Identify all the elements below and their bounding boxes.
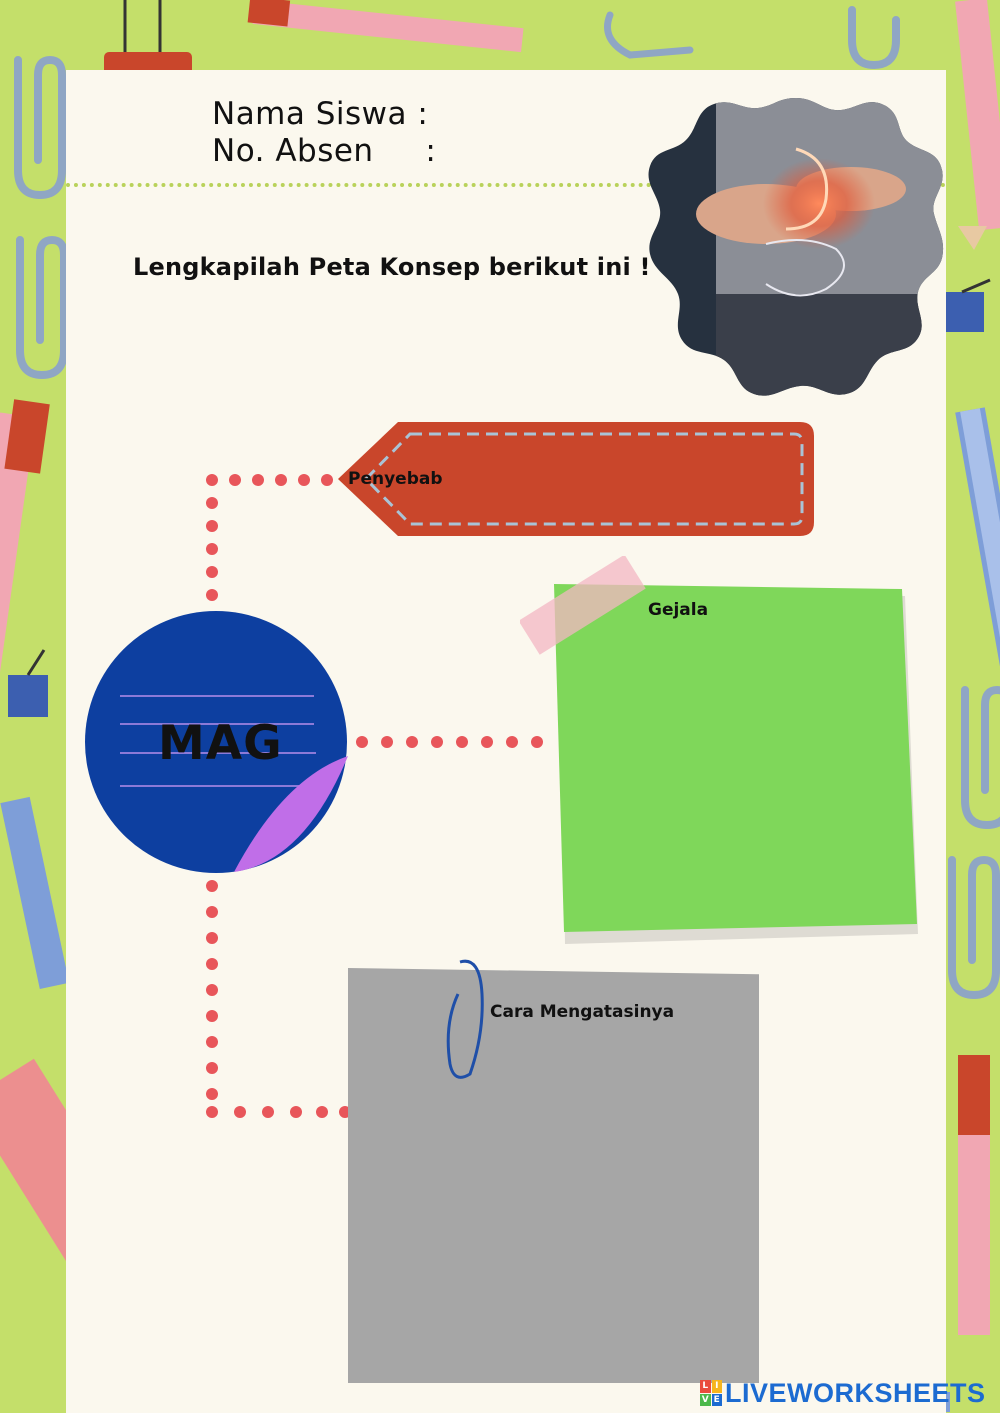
mag-circle	[85, 611, 348, 873]
binder-clip-icon	[946, 278, 991, 332]
student-name-label: Nama Siswa :	[212, 96, 429, 132]
liveworksheets-badge-icon: L I V E	[700, 1380, 722, 1406]
mag-center-label: MAG	[158, 716, 283, 771]
header-divider	[66, 183, 946, 187]
liveworksheets-logo: L I V E LIVEWORKSHEETS	[700, 1376, 986, 1410]
cara-mengatasinya-note[interactable]	[348, 968, 759, 1383]
paperclip-icon	[604, 11, 694, 59]
pencil-icon	[958, 1055, 990, 1335]
gejala-note[interactable]	[520, 556, 922, 946]
penyebab-label: Penyebab	[348, 469, 443, 489]
paperclip-icon	[14, 55, 66, 200]
paperclip-icon	[948, 855, 1000, 1000]
student-absen-label: No. Absen :	[212, 133, 437, 169]
pen-icon	[0, 796, 70, 989]
paperclip-icon	[848, 6, 900, 70]
instruction-text: Lengkapilah Peta Konsep berikut ini !	[133, 253, 651, 281]
penyebab-box[interactable]	[338, 422, 816, 538]
liveworksheets-text: LIVEWORKSHEETS	[725, 1377, 986, 1408]
paperclip-icon	[961, 685, 1000, 830]
stomach-pain-photo	[648, 98, 944, 396]
gejala-label: Gejala	[648, 600, 709, 620]
pencil-icon	[955, 0, 1000, 250]
pencil-icon	[0, 399, 50, 685]
paperclip-icon	[16, 235, 68, 380]
paperclip-icon	[446, 959, 484, 1079]
pen-icon	[955, 407, 1000, 709]
cara-mengatasinya-label: Cara Mengatasinya	[490, 1002, 675, 1022]
binder-clip-icon	[8, 649, 48, 717]
pencil-icon	[247, 0, 524, 53]
